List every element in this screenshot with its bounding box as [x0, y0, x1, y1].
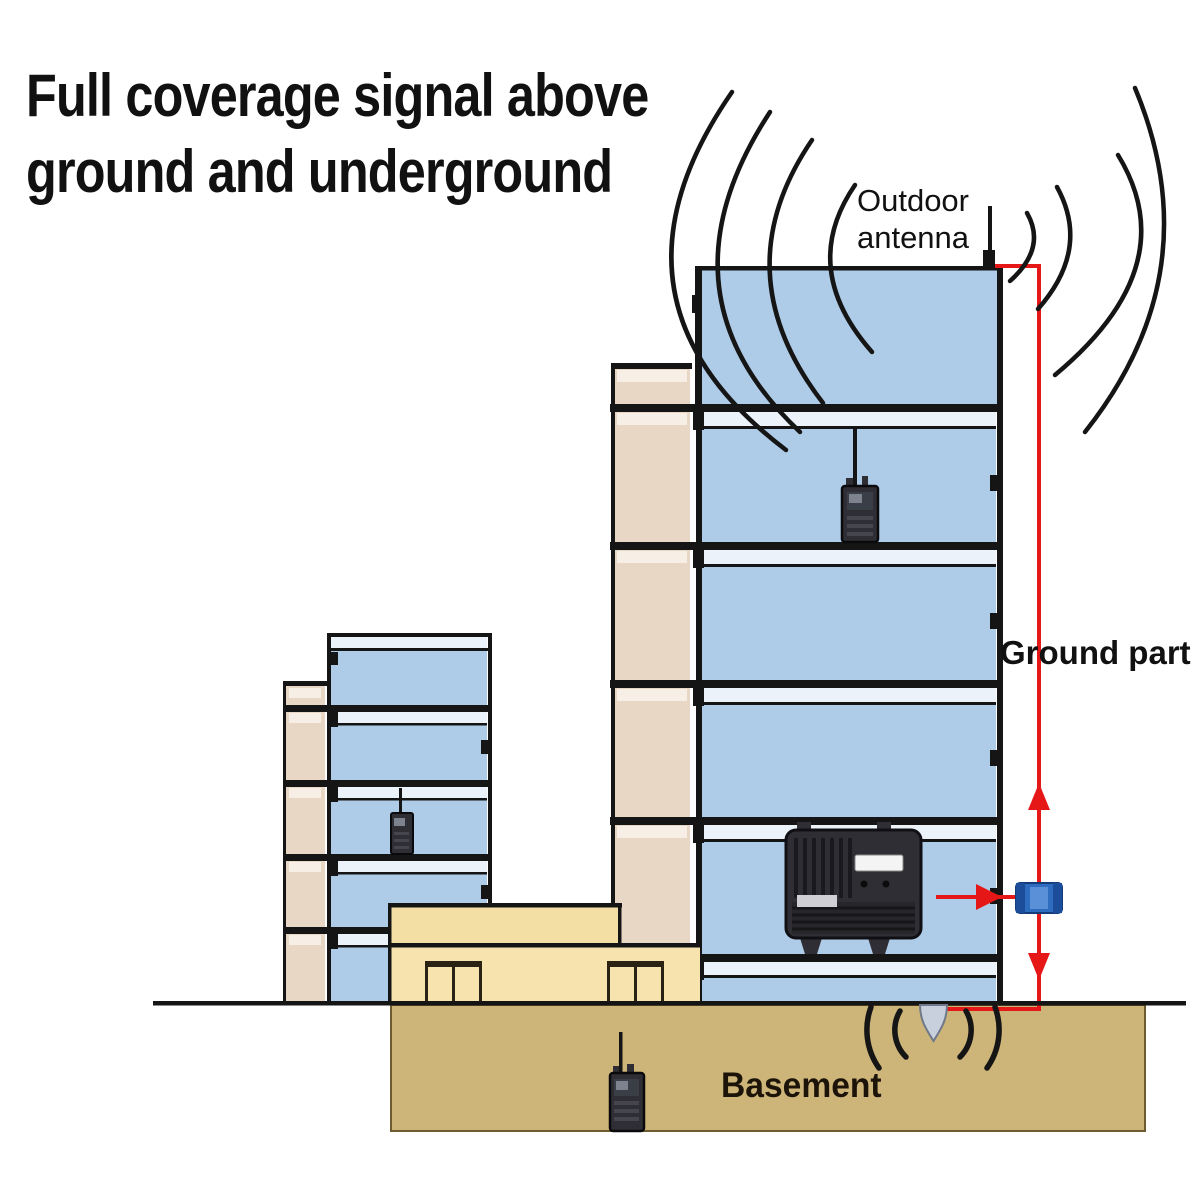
basement-label: Basement: [721, 1066, 882, 1105]
arrow-right-icon: [976, 884, 1002, 910]
outdoor-antenna-icon: [983, 206, 995, 268]
cable-connector-icon: [1015, 882, 1063, 914]
arrow-up-icon: [1028, 783, 1050, 810]
left-building: [283, 633, 492, 1003]
house-window-right: [607, 961, 664, 1003]
page-title-line1: Full coverage signal above: [26, 62, 649, 129]
main-building: [610, 266, 1003, 1003]
basement-box: [390, 1004, 1146, 1132]
repeater-icon: [784, 822, 923, 954]
ground-line: [153, 1001, 1186, 1006]
house-window-left: [425, 961, 482, 1003]
ground-part-label: Ground part: [1000, 634, 1191, 671]
outdoor-antenna-label: Outdoor antenna: [856, 183, 970, 255]
arrow-down-icon: [1028, 953, 1050, 980]
page-title: Full coverage signal above ground and un…: [26, 58, 649, 210]
coax-cable: [936, 264, 1050, 1011]
signal-waves-right: [1007, 85, 1167, 435]
cable-run: [940, 264, 1041, 1011]
walkie-talkie-icon-left-building: [390, 788, 414, 855]
page-title-line2: ground and underground: [26, 138, 613, 205]
left-building-shaft: [285, 683, 325, 1003]
ceiling-antenna-icon: [864, 1004, 1002, 1071]
walkie-talkie-icon-basement: [608, 1032, 646, 1133]
walkie-talkie-icon-2nd-floor: [840, 429, 880, 544]
repeater-label: [854, 854, 904, 872]
signal-waves-left: [669, 89, 875, 453]
low-house: [388, 903, 700, 1003]
top-floor: [699, 270, 999, 406]
